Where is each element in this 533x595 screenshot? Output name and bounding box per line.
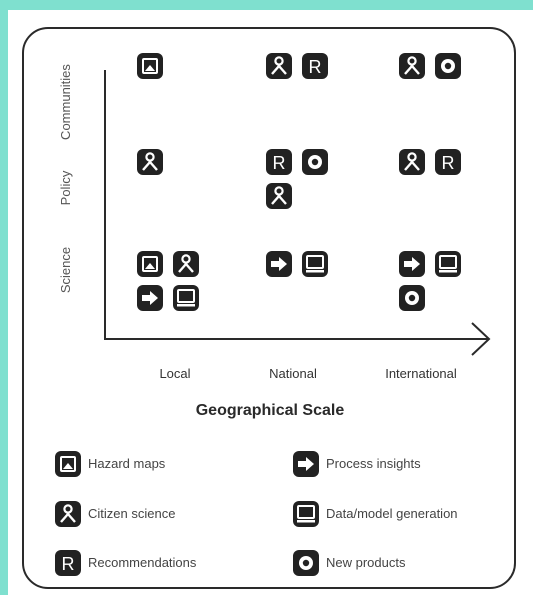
legend-hazard-maps: Hazard maps (54, 450, 166, 477)
svg-text:R: R (62, 554, 75, 574)
legend-label-hazard-maps: Hazard maps (88, 455, 166, 471)
diagram-frame (22, 27, 516, 589)
y-axis (104, 70, 106, 340)
legend-label-citizen-science: Citizen science (88, 505, 176, 521)
svg-text:R: R (442, 153, 455, 173)
data-model-generation-icon (172, 284, 200, 312)
hazard-maps-icon (136, 250, 164, 278)
new-products-icon (292, 549, 319, 576)
process-insights-icon (292, 450, 319, 477)
process-insights-icon (136, 284, 164, 312)
legend-citizen-science: Citizen science (54, 500, 176, 527)
recommendations-icon: R (434, 148, 462, 176)
legend-label-new-products: New products (326, 554, 406, 570)
citizen-science-icon (398, 148, 426, 176)
legend-label-recommendations: Recommendations (88, 554, 197, 570)
svg-text:R: R (273, 153, 286, 173)
new-products-icon (301, 148, 329, 176)
x-axis-arrowhead (471, 322, 491, 356)
process-insights-icon (265, 250, 293, 278)
legend-process-insights: Process insights (292, 450, 421, 477)
svg-text:R: R (309, 57, 322, 77)
hazard-maps-icon (54, 450, 81, 477)
citizen-science-icon (265, 182, 293, 210)
x-axis-title: Geographical Scale (195, 402, 345, 419)
new-products-icon (434, 52, 462, 80)
hazard-maps-icon (136, 52, 164, 80)
citizen-science-icon (54, 500, 81, 527)
data-model-generation-icon (434, 250, 462, 278)
citizen-science-icon (172, 250, 200, 278)
x-label-national: National (269, 366, 317, 381)
citizen-science-icon (398, 52, 426, 80)
citizen-science-icon (265, 52, 293, 80)
legend-new-products: New products (292, 549, 406, 576)
recommendations-icon: R (54, 549, 81, 576)
data-model-generation-icon (301, 250, 329, 278)
recommendations-icon: R (265, 148, 293, 176)
citizen-science-icon (136, 148, 164, 176)
figure-panel (8, 10, 533, 595)
recommendations-icon: R (301, 52, 329, 80)
y-label-science: Science (58, 246, 73, 294)
x-label-local: Local (159, 366, 191, 381)
data-model-generation-icon (292, 500, 319, 527)
legend-label-data-model-generation: Data/model generation (326, 505, 458, 521)
x-axis (104, 338, 488, 340)
legend-recommendations: R Recommendations (54, 549, 197, 576)
new-products-icon (398, 284, 426, 312)
legend-data-model-generation: Data/model generation (292, 500, 458, 527)
process-insights-icon (398, 250, 426, 278)
legend-label-process-insights: Process insights (326, 455, 421, 471)
x-label-international: International (385, 366, 457, 381)
